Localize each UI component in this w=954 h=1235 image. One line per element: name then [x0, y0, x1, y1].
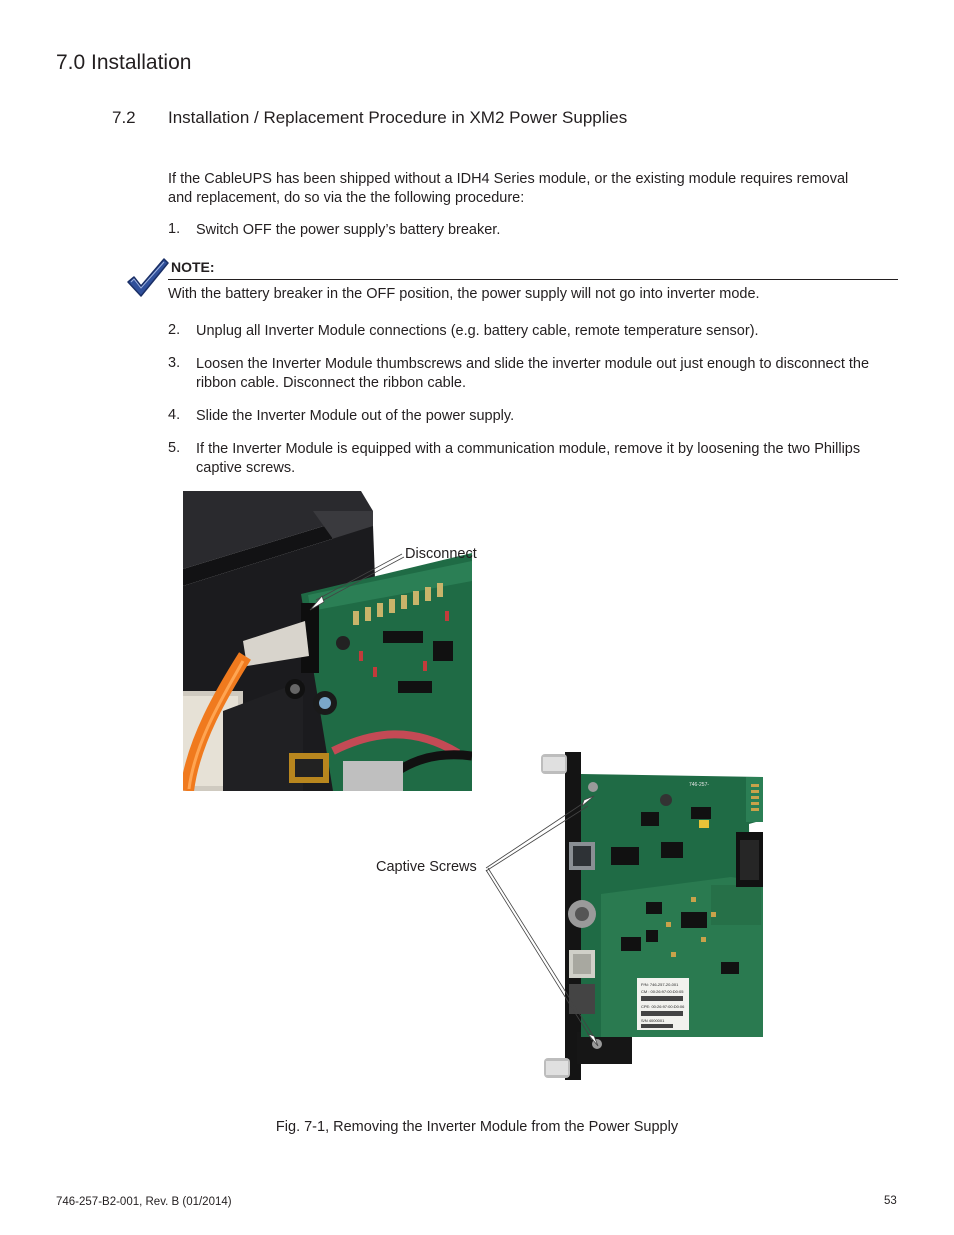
power-supply-photo — [183, 491, 472, 791]
callout-disconnect: Disconnect — [405, 546, 477, 562]
step-number: 4. — [168, 407, 181, 423]
step-number: 1. — [168, 221, 181, 237]
step-text: If the Inverter Module is equipped with … — [196, 441, 861, 476]
label-part-number: P/N: 746-257-20-001 — [641, 982, 679, 987]
step-text: Slide the Inverter Module out of the pow… — [196, 408, 515, 424]
callout-captive-screws: Captive Screws — [376, 859, 477, 875]
figure-caption: Fig. 7-1, Removing the Inverter Module f… — [275, 1119, 679, 1135]
label-cpe-mac: CPE: 00:26:97:00:D0:06 — [641, 1004, 685, 1009]
intro-paragraph: If the CableUPS has been shipped without… — [168, 171, 849, 206]
checkmark-icon — [127, 258, 169, 297]
step-text: Switch OFF the power supply’s battery br… — [196, 222, 501, 238]
label-serial: S/N 4000001 — [641, 1018, 665, 1023]
step-number: 5. — [168, 440, 181, 456]
note-label: NOTE: — [171, 259, 215, 275]
subsection-title: Installation / Replacement Procedure in … — [168, 108, 628, 127]
footer-page-number: 53 — [884, 1195, 897, 1207]
subsection-number: 7.2 — [112, 108, 136, 127]
board-label: 746-257- — [689, 782, 709, 788]
section-title: 7.0 Installation — [56, 51, 192, 74]
step-text: Unplug all Inverter Module connections (… — [196, 323, 759, 339]
note-text: With the battery breaker in the OFF posi… — [168, 286, 760, 302]
step-text: Loosen the Inverter Module thumbscrews a… — [196, 356, 870, 391]
inverter-module-photo: P/N: 746-257-20-001 CM : 00:26:97:00:D0:… — [541, 752, 763, 1080]
footer-doc-id: 746-257-B2-001, Rev. B (01/2014) — [56, 1196, 232, 1208]
note-divider — [168, 279, 898, 280]
step-number: 2. — [168, 322, 181, 338]
step-number: 3. — [168, 355, 181, 371]
label-cm-mac: CM : 00:26:97:00:D0:05 — [641, 989, 684, 994]
